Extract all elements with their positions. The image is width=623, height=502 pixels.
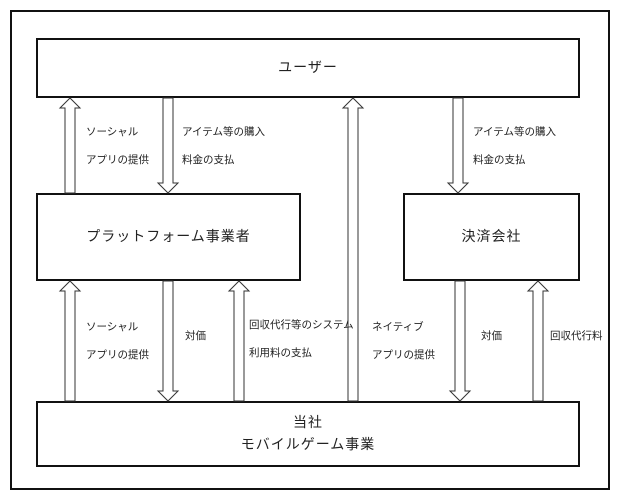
label-line: 料金の支払 (182, 154, 235, 166)
arrow-item-purchase-to-platform (156, 97, 180, 194)
arrow-collection-fee-to-payment (526, 280, 550, 402)
item-purchase-label-left: アイテム等の購入 料金の支払 (182, 118, 265, 174)
arrow-native-app-to-user (341, 97, 365, 402)
consideration-label-left: 対価 (185, 322, 206, 350)
label-line: ソーシャル (86, 321, 139, 333)
label-line: 料金の支払 (473, 154, 526, 166)
platform-operator-label: プラットフォーム事業者 (86, 229, 251, 245)
social-app-label-lower: ソーシャル アプリの提供 (86, 313, 149, 369)
arrow-social-app-to-platform (58, 280, 82, 402)
label-line: アプリの提供 (86, 154, 149, 166)
company-label: 当社 (293, 415, 323, 431)
user-box: ユーザー (36, 38, 580, 98)
arrow-social-app-to-user (58, 97, 82, 194)
diagram-frame (10, 10, 610, 490)
payment-company-box: 決済会社 (403, 193, 580, 281)
arrow-item-purchase-to-payment (446, 97, 470, 194)
collection-fee-label: 回収代行料 (550, 322, 603, 350)
label-line: アプリの提供 (86, 349, 149, 361)
social-app-label-upper: ソーシャル アプリの提供 (86, 118, 149, 174)
label-line: 利用料の支払 (249, 347, 312, 359)
arrow-consideration-to-company (156, 280, 180, 402)
label-line: ネイティブ (372, 321, 424, 333)
label-line: アイテム等の購入 (473, 126, 556, 138)
label-line: ソーシャル (86, 126, 139, 138)
label-line: アプリの提供 (372, 349, 435, 361)
label-line: アイテム等の購入 (182, 126, 265, 138)
label-line: 回収代行等のシステム (249, 319, 354, 331)
arrow-system-fee-to-platform (227, 280, 251, 402)
consideration-label-right: 対価 (481, 322, 502, 350)
platform-operator-box: プラットフォーム事業者 (36, 193, 301, 281)
business-label: モバイルゲーム事業 (240, 437, 376, 453)
label-line: 対価 (481, 330, 502, 342)
company-box: 当社 モバイルゲーム事業 (36, 401, 580, 467)
payment-company-label: 決済会社 (461, 229, 522, 245)
item-purchase-label-right: アイテム等の購入 料金の支払 (473, 118, 556, 174)
native-app-label: ネイティブ アプリの提供 (372, 313, 435, 369)
user-label: ユーザー (278, 60, 338, 76)
label-line: 回収代行料 (550, 330, 603, 342)
arrow-consideration-to-company-from-payment (448, 280, 472, 402)
system-fee-label: 回収代行等のシステム 利用料の支払 (249, 311, 354, 367)
label-line: 対価 (185, 330, 206, 342)
